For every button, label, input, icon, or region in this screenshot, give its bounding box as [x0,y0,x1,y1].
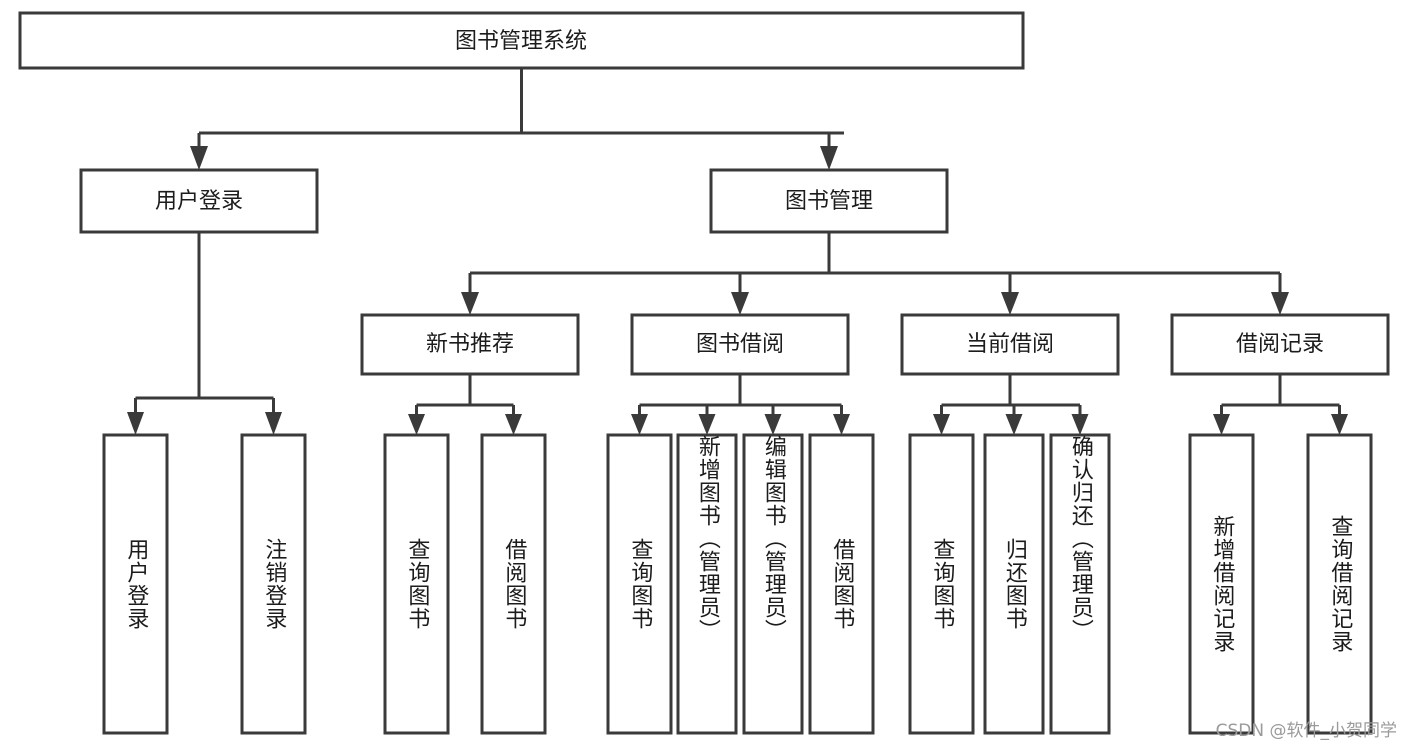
node-current-borrow-label: 当前借阅 [966,332,1054,357]
arrow-head-leaf-l2 [265,412,282,435]
arrow-head-leaf-l4 [505,414,522,435]
node-borrow-records-label: 借阅记录 [1236,332,1324,357]
node-book-management-box[interactable] [709,168,949,234]
leaf-box-query-record[interactable] [1306,433,1373,735]
node-new-book-recommend-label: 新书推荐 [426,332,514,357]
node-root[interactable]: 图书管理系统 [18,11,1025,70]
node-book-management-label: 图书管理 [785,189,873,214]
watermark: CSDN @软件_小贺同学 [1215,721,1397,741]
arrow-head-leaf-l5 [631,414,648,435]
arrow-head-leaf-l7 [764,414,782,435]
arrow-head-leaf-l8 [833,414,850,435]
node-new-book-recommend-box[interactable] [360,313,580,376]
node-current-borrow[interactable]: 当前借阅 [900,313,1120,376]
leaf-box-edit-book[interactable] [742,433,804,735]
node-borrow-records[interactable]: 借阅记录 [1170,313,1390,376]
edge-group-root [190,68,844,170]
node-user-login-box[interactable] [79,168,319,234]
edge-group-borrow [631,374,850,435]
node-current-borrow-box[interactable] [900,313,1120,376]
arrow-head-leaf-l11 [1071,414,1089,435]
arrow-head-book-mgmt [820,146,838,170]
node-root-box[interactable] [18,11,1025,70]
arrow-head-leaf-l13 [1331,414,1348,435]
edge-group-user-login [127,232,282,435]
leaf-box-logout[interactable] [240,433,307,735]
arrow-head-leaf-l3 [408,414,425,435]
arrow-head-leaf-l9 [933,414,950,435]
node-book-borrow[interactable]: 图书借阅 [630,313,850,376]
node-user-login[interactable]: 用户登录 [79,168,319,234]
edge-group-new-rec [408,374,522,435]
edge-group-book-mgmt [461,232,1289,315]
leaf-box-query-book-3[interactable] [908,433,975,735]
leaf-box-user-login[interactable] [102,433,169,735]
edge-group-current [933,374,1089,435]
arrow-head-current [1001,292,1019,315]
arrow-head-leaf-l6 [698,414,716,435]
node-root-label: 图书管理系统 [455,29,587,54]
edge-group-records [1213,374,1348,435]
node-book-management[interactable]: 图书管理 [709,168,949,234]
leaf-box-add-book[interactable] [676,433,738,735]
node-borrow-records-box[interactable] [1170,313,1390,376]
node-book-borrow-label: 图书借阅 [696,332,784,357]
leaf-box-borrow-book-1[interactable] [480,433,547,735]
leaf-box-return-book[interactable] [983,433,1045,735]
arrow-head-leaf-l1 [127,412,144,435]
leaf-box-borrow-book-2[interactable] [808,433,875,735]
leaf-box-confirm-return[interactable] [1049,433,1111,735]
node-user-login-label: 用户登录 [155,189,243,214]
arrow-head-user-login [190,146,208,170]
node-book-borrow-box[interactable] [630,313,850,376]
leaf-box-query-book-2[interactable] [606,433,673,735]
arrow-head-leaf-l12 [1213,414,1230,435]
leaf-box-add-record[interactable] [1188,433,1255,735]
leaf-box-query-book-1[interactable] [383,433,450,735]
arrow-head-new-rec [461,292,479,315]
node-new-book-recommend[interactable]: 新书推荐 [360,313,580,376]
arrow-head-records [1271,292,1289,315]
arrow-head-leaf-l10 [1005,414,1023,435]
arrow-head-borrow [731,292,749,315]
